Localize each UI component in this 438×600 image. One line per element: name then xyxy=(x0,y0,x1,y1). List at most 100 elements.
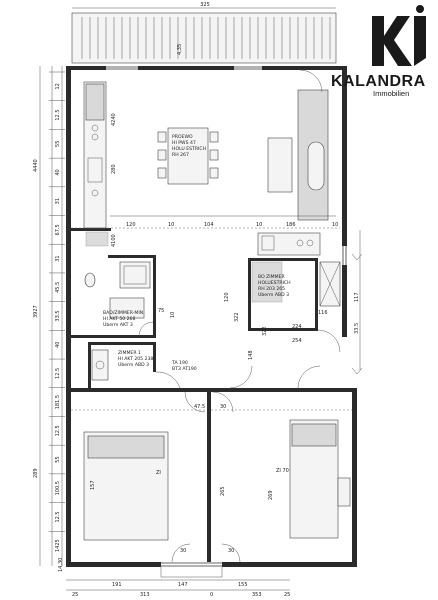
door-arc-bed-left xyxy=(184,391,206,413)
left-outer-1: 3927 xyxy=(33,305,39,318)
wall-room1-right xyxy=(153,342,156,372)
terrace: 325 4,35 xyxy=(71,2,337,64)
wall-room1-left xyxy=(88,342,91,388)
bottom-dim-2-0: 25 xyxy=(72,592,78,598)
kitchen-dim-1: 4240 xyxy=(111,113,117,126)
misc-dim-6: 116 xyxy=(318,310,328,316)
brand-name: KALANDRA xyxy=(331,73,426,90)
terrace-deck-lines xyxy=(81,17,331,59)
bedrooms xyxy=(71,409,352,541)
brand-logo: KALANDRA Immobilien xyxy=(331,5,426,98)
door-arc-bath xyxy=(138,321,154,337)
left-inner-dim-10: 12.5 xyxy=(55,368,61,379)
left-inner-dim-12: 12.5 xyxy=(55,425,61,436)
misc-dim-3: 148 xyxy=(248,350,254,360)
bottom-balcony-outline xyxy=(160,567,223,578)
mid-dim-1: 10 xyxy=(168,222,174,228)
bed-left-pillows xyxy=(87,435,165,459)
left-inner-dim-15: 12.5 xyxy=(55,511,61,522)
living-area: HI PWS 47 xyxy=(172,140,196,146)
chair-l1 xyxy=(157,131,167,143)
door-arc-hall xyxy=(229,365,253,389)
nightstand-right xyxy=(337,477,351,507)
hob-ring-1 xyxy=(91,124,99,132)
bed-left-height: 157 xyxy=(90,480,96,490)
wall-bath-right xyxy=(153,255,156,335)
bath-area: HI AKT 50 268 xyxy=(103,316,135,322)
mid-dim-2: 104 xyxy=(204,222,214,228)
door-arc-terrace xyxy=(299,69,323,93)
bed-center-height: 265 xyxy=(220,486,226,496)
bath-extra: Uberm AKT 3 xyxy=(103,322,133,328)
mid-dim-3: 10 xyxy=(256,222,262,228)
left-dims: 4440 3927 289 xyxy=(33,66,63,566)
hall-area: BT3 AT190 xyxy=(172,366,197,372)
left-inner-dim-3: 40 xyxy=(55,169,61,175)
left-inner-dim-4: 31 xyxy=(55,198,61,204)
store-floor: RH 203 265 xyxy=(258,286,285,292)
wall-bath-bottom xyxy=(71,335,156,338)
left-inner-dim-11: 181.5 xyxy=(55,395,61,409)
bath-shower xyxy=(119,261,151,289)
kitchen-dim-2: 280 xyxy=(111,164,117,174)
wall-room1-top xyxy=(88,342,156,345)
left-outer-0: 4440 xyxy=(33,159,39,172)
wall-bottom-left xyxy=(66,562,161,567)
bottom-dim-1-2: 155 xyxy=(238,582,248,588)
door-arc-balcony xyxy=(171,543,241,563)
top-dim-label: 325 xyxy=(200,2,210,8)
brand-mark-k xyxy=(372,16,412,66)
misc-dim-2: 120 xyxy=(224,292,230,302)
toilet xyxy=(84,272,96,288)
brand-mark-i xyxy=(414,16,426,66)
misc-dim-11: 30 xyxy=(228,548,234,554)
left-inner-dim-13: 55 xyxy=(55,456,61,462)
bottom-dim-1-1: 147 xyxy=(178,582,188,588)
misc-dim-10: 30 xyxy=(180,548,186,554)
outer-walls xyxy=(66,66,357,567)
room1-fixture-circle xyxy=(95,360,105,370)
wall-store-left xyxy=(248,258,251,330)
mid-dim-0: 120 xyxy=(126,222,136,228)
wall-bedrooms-top xyxy=(71,388,357,392)
kitchen-appliance xyxy=(85,231,109,247)
left-inner-dim-5: 67.5 xyxy=(55,224,61,235)
misc-dim-8: 47.5 xyxy=(194,404,205,410)
wall-right-upper xyxy=(342,66,347,246)
hob-ring-2 xyxy=(91,133,99,141)
wall-kitchen-corner xyxy=(71,228,111,231)
wall-bedrooms-divider xyxy=(207,392,211,562)
kitchen-dim-3: 4100 xyxy=(111,234,117,247)
bottom-dim-2-1: 313 xyxy=(140,592,150,598)
left-inner-dim-8: 33.5 xyxy=(55,310,61,321)
misc-dim-4: 254 xyxy=(292,338,302,344)
hob-right-1 xyxy=(296,239,304,247)
dining-table xyxy=(167,127,209,185)
left-inner-dim-9: 40 xyxy=(55,342,61,348)
hall-name: TA 190 xyxy=(171,360,188,366)
sink xyxy=(87,157,103,183)
bottom-dim-2-4: 25 xyxy=(284,592,290,598)
room-labels: PROEWO HI PWS 47 HOLU ESTRICH RH 267 BAD… xyxy=(90,134,291,500)
wall-top-mid xyxy=(138,66,234,70)
store-area: HOLUESTRICH xyxy=(258,280,291,286)
living-name: PROEWO xyxy=(172,134,193,140)
misc-dim-1: 75 xyxy=(158,308,164,314)
room1-extra: Uberm ABD 3 xyxy=(118,362,149,368)
bottom-dims: 191 147 155 25 313 0 353 25 14,30 xyxy=(58,558,290,598)
store-extra: Uberm ABD 3 xyxy=(258,292,289,298)
mid-dims: 120 10 104 10 186 10 xyxy=(126,222,338,228)
bathroom xyxy=(84,261,154,337)
misc-dim-12: 10 xyxy=(170,312,176,318)
chair-r1 xyxy=(209,131,219,143)
right-dim-1: 33.5 xyxy=(354,323,360,334)
shower-tray xyxy=(123,265,147,285)
room1-small xyxy=(91,349,181,389)
left-inner-dim-16: 1425 xyxy=(55,539,61,552)
right-dim-0: 117 xyxy=(354,292,360,302)
wall-store-top xyxy=(248,258,318,261)
kitchen-tall-unit xyxy=(85,83,105,121)
sofa xyxy=(267,137,293,193)
